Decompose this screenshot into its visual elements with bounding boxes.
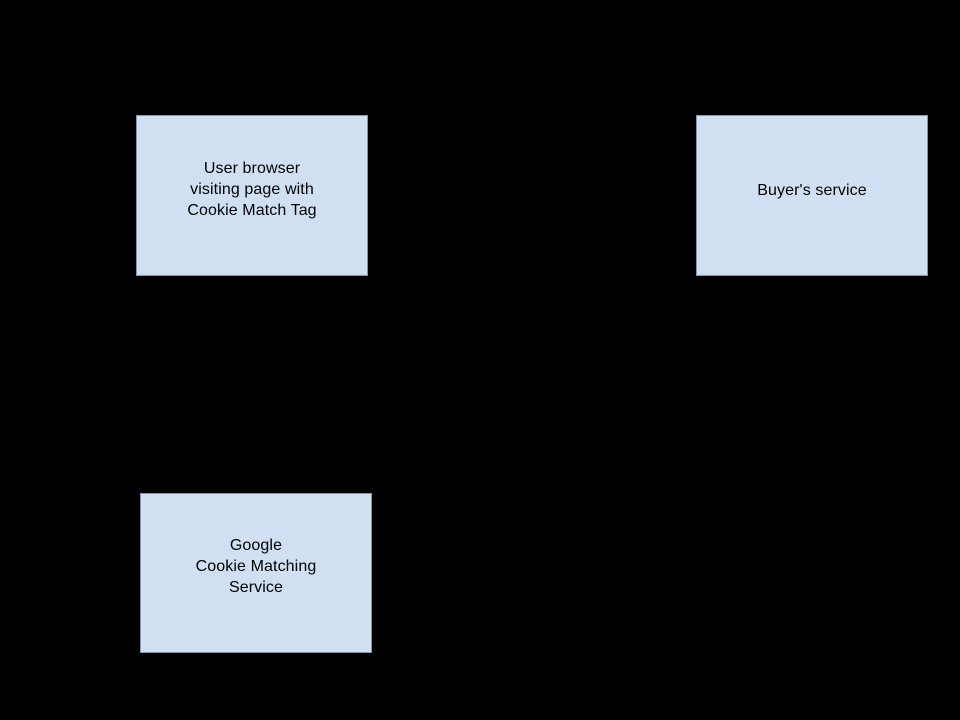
node-buyers-service[interactable]: Buyer's service: [696, 115, 928, 276]
node-google-cookie-matching-service-label: Google Cookie Matching Service: [195, 537, 317, 596]
node-google-cookie-matching-service[interactable]: Google Cookie Matching Service: [140, 493, 372, 653]
node-user-browser-label: User browser visiting page with Cookie M…: [187, 160, 317, 219]
node-user-browser[interactable]: User browser visiting page with Cookie M…: [136, 115, 368, 276]
node-buyers-service-label: Buyer's service: [757, 182, 867, 199]
